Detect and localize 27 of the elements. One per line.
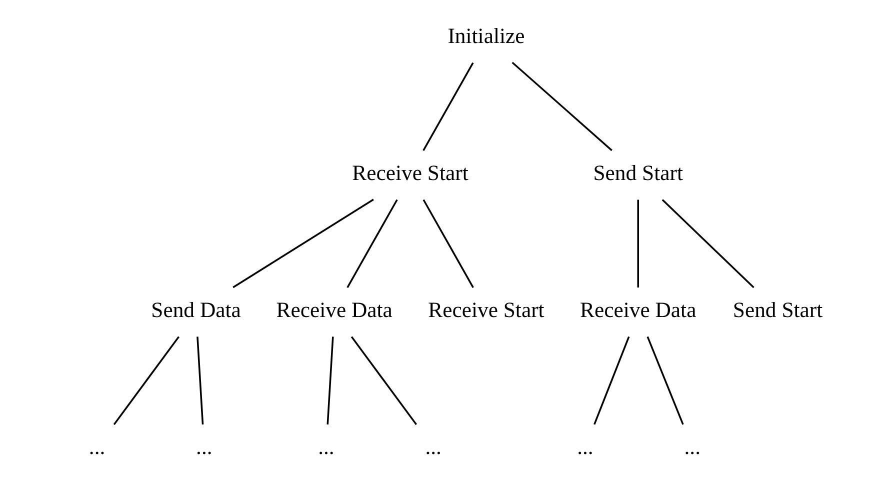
connector — [593, 336, 630, 425]
node-text: ... — [424, 435, 441, 460]
node-text: Receive Start — [428, 298, 544, 322]
connector — [422, 199, 474, 288]
node-text: ... — [196, 435, 212, 460]
node-text: Send Start — [592, 161, 682, 186]
node-text: Initialize — [447, 24, 524, 48]
connector — [661, 199, 754, 288]
connector — [350, 336, 417, 425]
connector — [511, 62, 612, 152]
node-text: Receive Data — [276, 298, 392, 322]
connector — [196, 336, 204, 425]
connector — [232, 198, 374, 288]
connector — [346, 199, 398, 288]
connector — [636, 200, 638, 288]
node-text: Receive Start — [352, 161, 468, 186]
connector — [112, 336, 179, 425]
connector — [326, 336, 334, 425]
node-text: ... — [576, 435, 593, 460]
connector — [646, 336, 684, 425]
connector — [422, 62, 474, 151]
node-text: Receive Data — [580, 298, 696, 322]
node-text: ... — [88, 435, 105, 460]
node-text: Send Data — [150, 298, 240, 322]
node-text: ... — [684, 435, 700, 460]
node-text: Send Start — [732, 298, 822, 322]
node-text: ... — [318, 435, 334, 460]
